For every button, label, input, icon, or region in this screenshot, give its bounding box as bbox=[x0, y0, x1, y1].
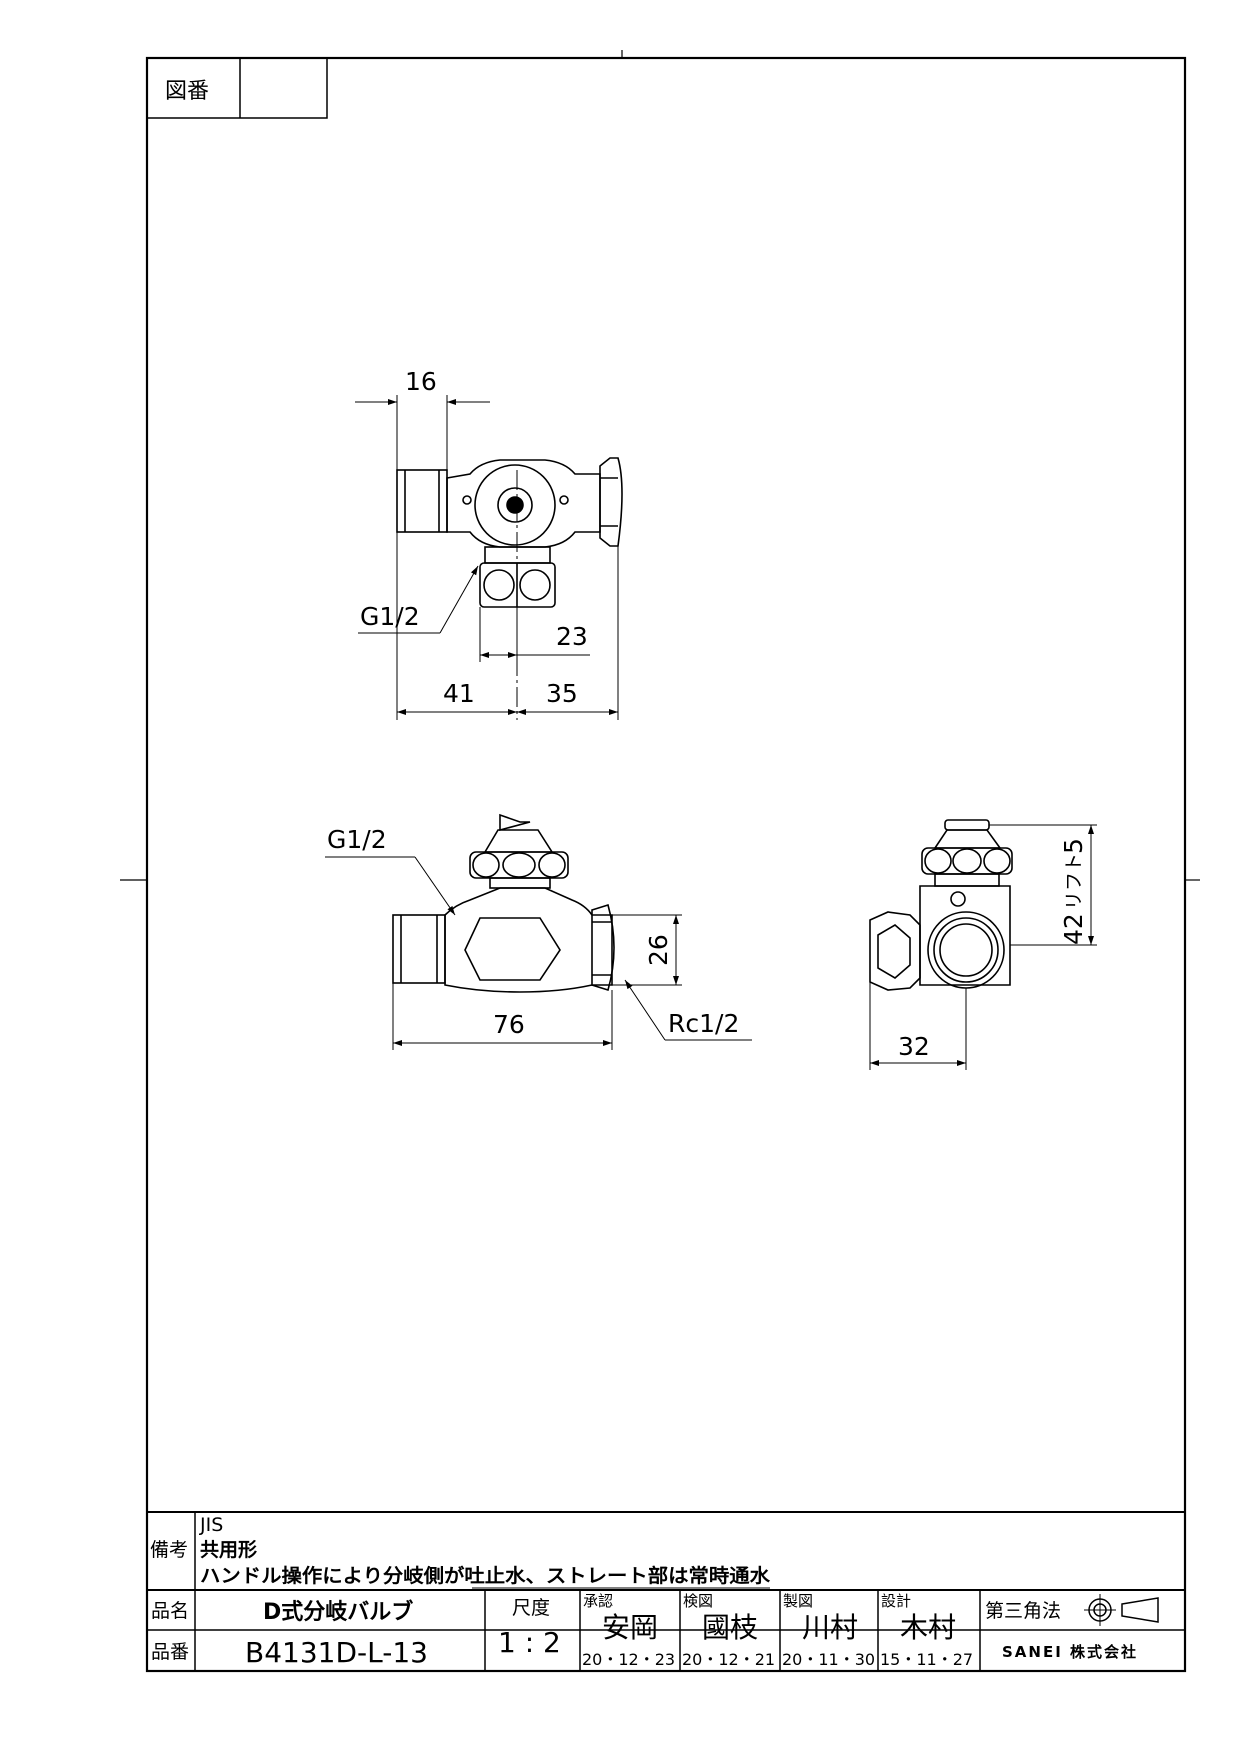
side-view bbox=[869, 819, 1097, 1070]
top-view bbox=[355, 395, 623, 720]
top-dim-23: 23 bbox=[556, 622, 588, 651]
side-lift-label: リフト bbox=[1063, 853, 1085, 910]
company-name: SANEI 株式会社 bbox=[1002, 1643, 1138, 1661]
drawn-date: 20・11・30 bbox=[782, 1650, 875, 1669]
top-thread-label: G1/2 bbox=[360, 602, 420, 631]
top-dim-16: 16 bbox=[405, 367, 437, 396]
designed-name: 木村 bbox=[900, 1611, 956, 1644]
checked-name: 國枝 bbox=[702, 1611, 758, 1644]
front-view bbox=[325, 813, 752, 1050]
scale-value: 1 : 2 bbox=[498, 1626, 561, 1659]
side-dim-32: 32 bbox=[898, 1032, 930, 1061]
front-outlet-label: Rc1/2 bbox=[668, 1009, 739, 1038]
front-dim-76: 76 bbox=[493, 1010, 525, 1039]
designed-label: 設計 bbox=[881, 1592, 911, 1610]
drawing-number-box: 図番 bbox=[146, 57, 328, 119]
title-block bbox=[147, 1511, 1185, 1671]
checked-date: 20・12・21 bbox=[682, 1650, 775, 1669]
drawing-no-label: 図番 bbox=[165, 79, 209, 104]
approved-label: 承認 bbox=[583, 1592, 613, 1610]
side-dim-42: 42 bbox=[1059, 913, 1088, 945]
scale-label: 尺度 bbox=[512, 1597, 550, 1619]
approved-name: 安岡 bbox=[602, 1611, 658, 1644]
product-no: B4131D-L-13 bbox=[245, 1636, 428, 1669]
sheet-border bbox=[120, 50, 1200, 1673]
top-dim-35: 35 bbox=[546, 679, 578, 708]
top-dim-41: 41 bbox=[443, 679, 475, 708]
note-line-3: ハンドル操作により分岐側が吐止水、ストレート部は常時通水 bbox=[200, 1564, 771, 1587]
designed-date: 15・11・27 bbox=[880, 1650, 973, 1669]
drawn-label: 製図 bbox=[783, 1592, 813, 1610]
front-thread-label: G1/2 bbox=[327, 825, 387, 854]
product-name: D式分岐バルブ bbox=[263, 1599, 413, 1625]
side-lift-value: 5 bbox=[1059, 838, 1088, 854]
product-name-label: 品名 bbox=[151, 1600, 189, 1622]
drawn-name: 川村 bbox=[802, 1611, 858, 1644]
front-dim-26: 26 bbox=[644, 934, 673, 966]
checked-label: 検図 bbox=[683, 1592, 713, 1610]
approved-date: 20・12・23 bbox=[582, 1650, 675, 1669]
note-line-1: JIS bbox=[199, 1514, 223, 1536]
product-no-label: 品番 bbox=[151, 1641, 189, 1663]
notes-label: 備考 bbox=[150, 1539, 188, 1561]
projection-label: 第三角法 bbox=[985, 1600, 1061, 1622]
note-line-2: 共用形 bbox=[200, 1539, 257, 1561]
